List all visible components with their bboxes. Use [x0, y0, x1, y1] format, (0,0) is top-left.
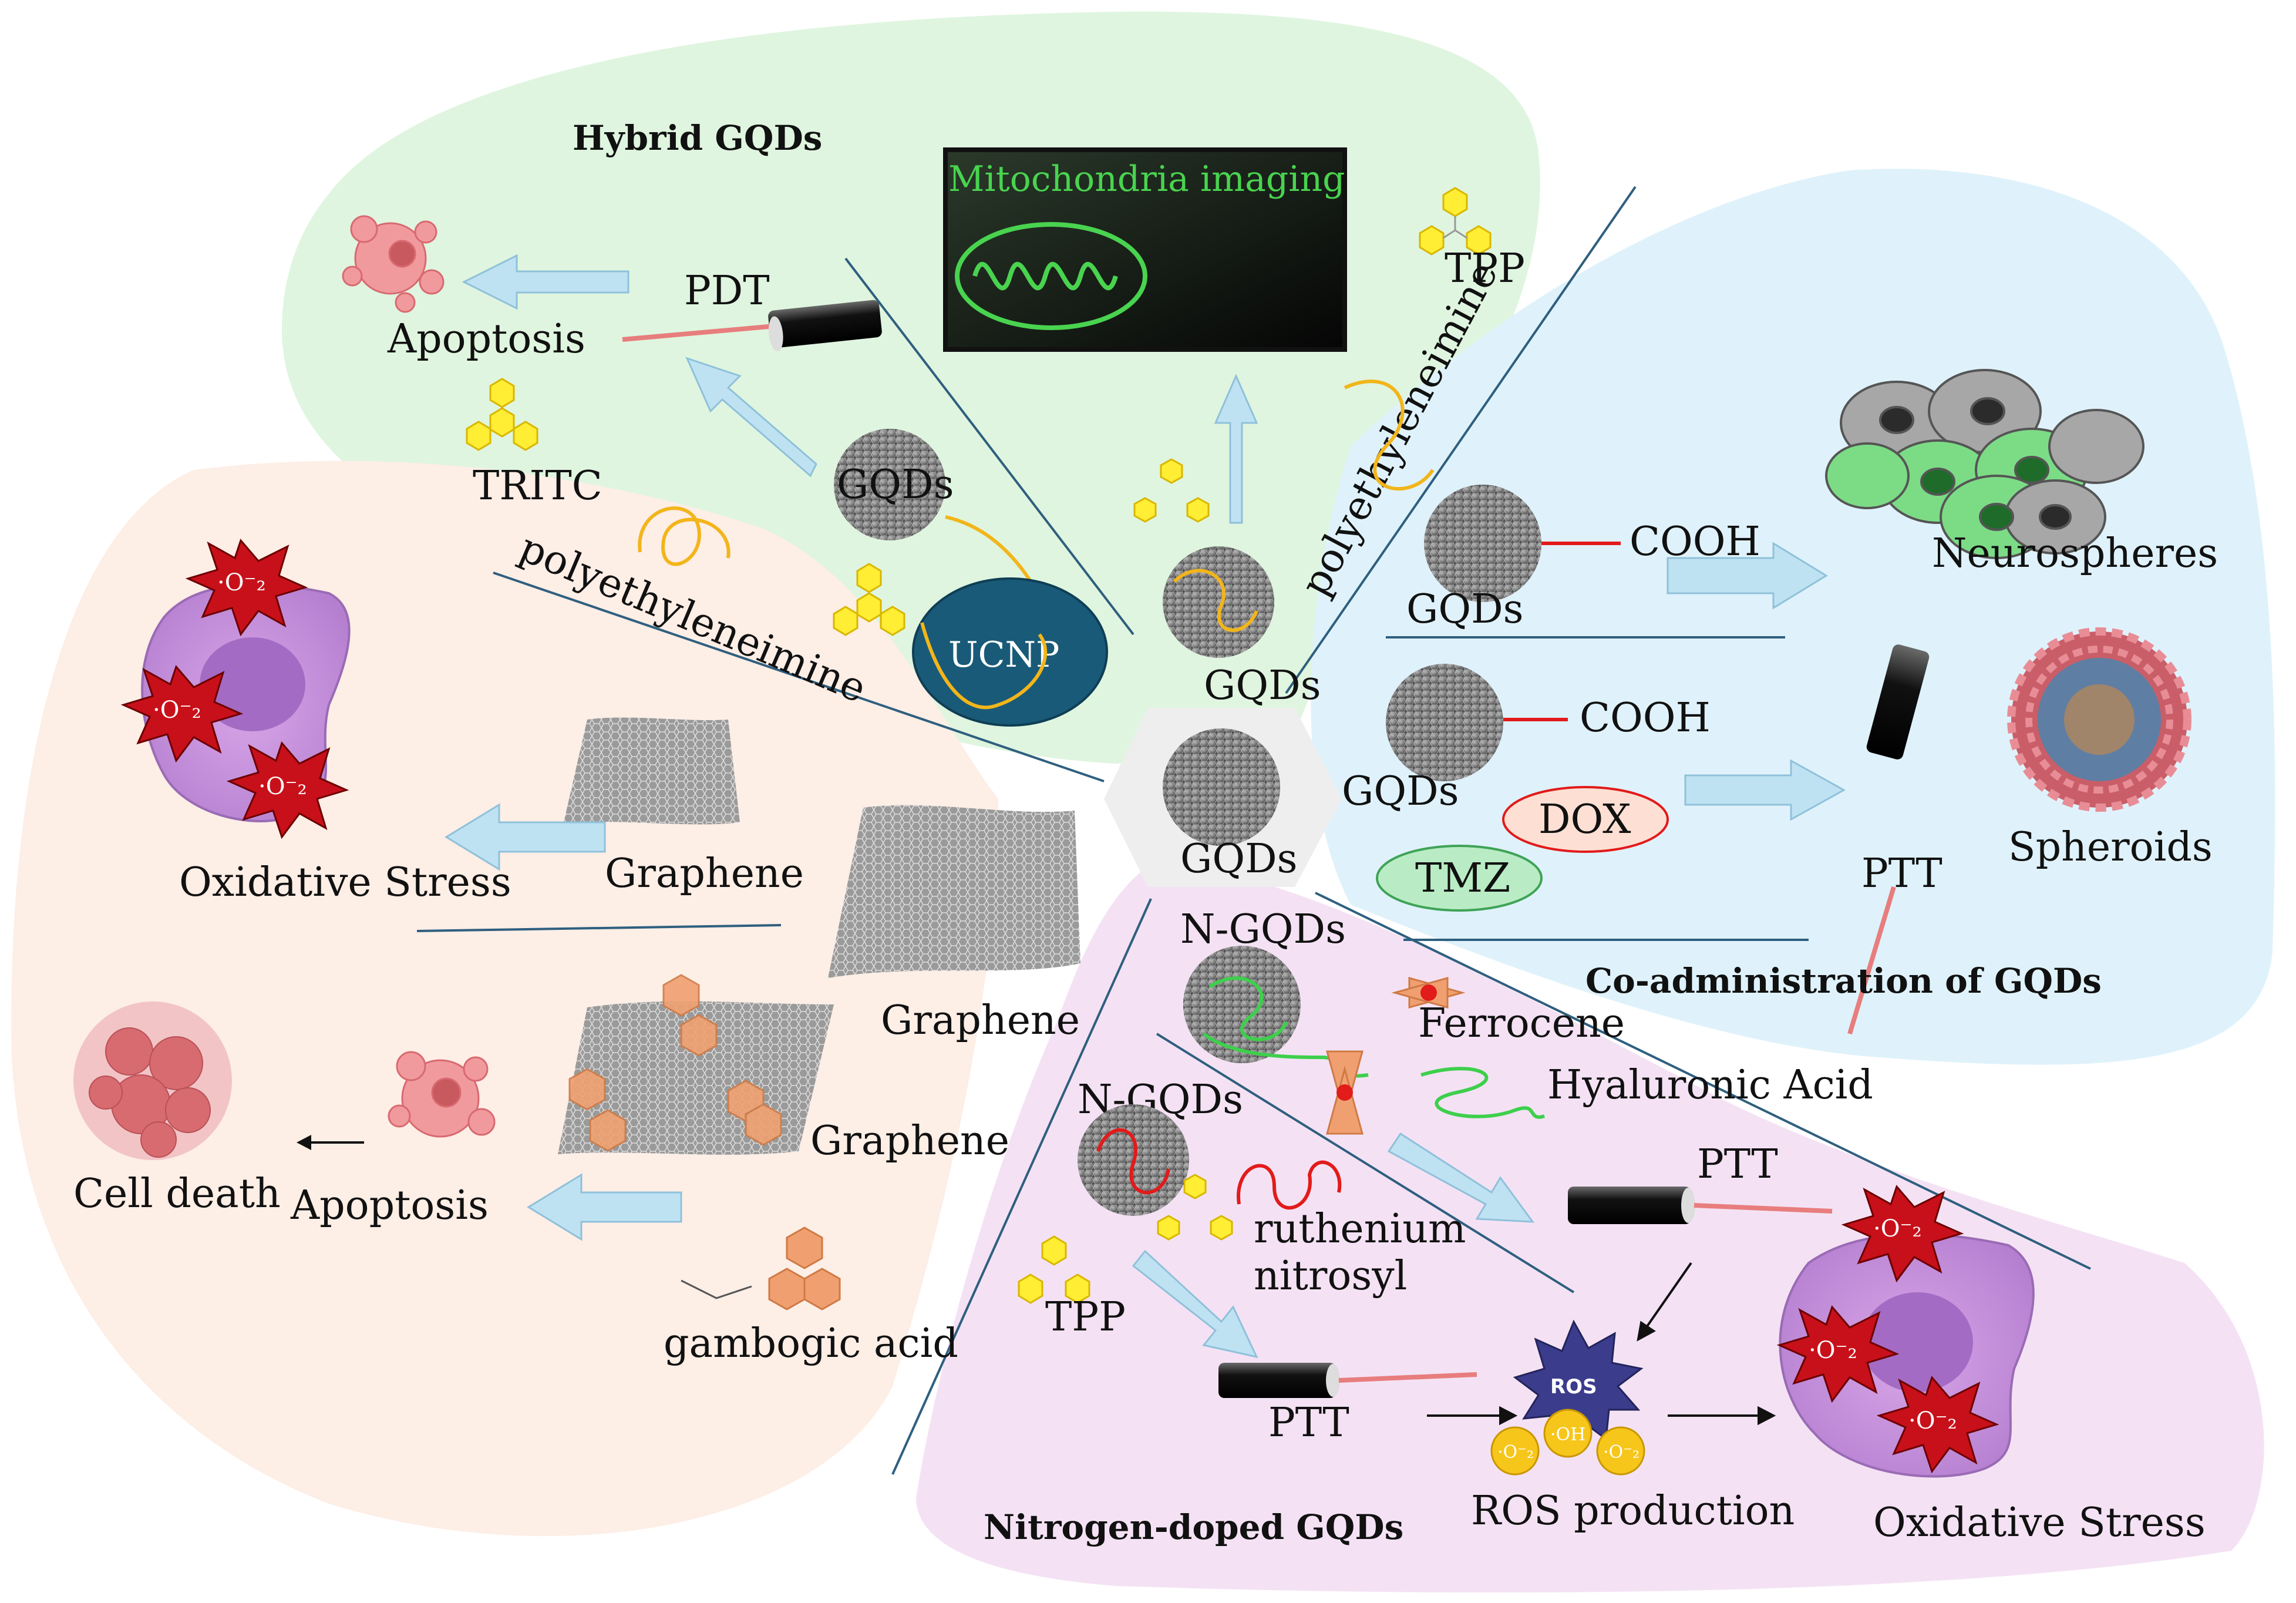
tpp-label-bottom: TPP [1045, 1294, 1126, 1340]
mitochondria-screen: Mitochondria imaging [943, 147, 1347, 352]
ruthenium-label-1: ruthenium [1254, 1206, 1466, 1252]
oxidative-stress-label-right: Oxidative Stress [1873, 1500, 2206, 1546]
center-gqd [1163, 728, 1280, 846]
graphene-arrow-2 [527, 1173, 682, 1241]
tpp-molecule-icon-n1 [1157, 1174, 1233, 1241]
ros-production-label: ROS production [1471, 1488, 1795, 1534]
hybrid-gqd-top [834, 429, 945, 540]
tmz-label: TMZ [1415, 855, 1510, 902]
graphene-sheet-small [564, 717, 740, 825]
hybrid-arrows [462, 254, 1258, 524]
graphene-label-3: Graphene [810, 1118, 1009, 1164]
ucnp-particle [912, 577, 1108, 727]
cell-death-arrowhead [297, 1135, 311, 1150]
nitrogen-arrow-1 [1387, 1132, 1535, 1223]
dox-label: DOX [1538, 797, 1631, 843]
coadmin-ptt-laser-icon [1847, 644, 1930, 1035]
ros-particle-label-1: ·O⁻₂ [1497, 1442, 1534, 1463]
ruthenium-label-2: nitrosyl [1254, 1253, 1407, 1299]
ptt-label-right: PTT [1697, 1141, 1778, 1188]
pdt-label: PDT [684, 268, 770, 314]
superoxide-label-l1: ·O⁻₂ [217, 569, 266, 596]
coadmin-gqds-label-2: GQDs [1342, 768, 1459, 815]
ruthenium-on-ngqd [1096, 1128, 1170, 1195]
ros-burst-label: ROS [1550, 1375, 1597, 1399]
tpp-small-molecule-icon [1133, 458, 1210, 523]
superoxide-stars-right [1776, 1185, 1999, 1474]
oxidative-stress-label-left: Oxidative Stress [179, 859, 511, 906]
graphene-sheet-large [828, 805, 1080, 978]
superoxide-label-l3: ·O⁻₂ [258, 773, 307, 800]
coadmin-ptt-label: PTT [1861, 851, 1942, 897]
coadmin-gqds-label-1: GQDs [1406, 586, 1523, 633]
spheroids-label: Spheroids [2008, 824, 2213, 871]
apoptosis-label-bottom: Apoptosis [290, 1182, 489, 1229]
coadmin-gqd-1 [1424, 485, 1541, 602]
hybrid-title: Hybrid GQDs [573, 118, 822, 158]
tritc-label: TRITC [473, 463, 602, 509]
ferrocene-label: Ferrocene [1418, 1000, 1625, 1047]
superoxide-label-r3: ·O⁻₂ [1908, 1407, 1957, 1434]
neurospheres-label: Neurospheres [1932, 530, 2218, 577]
ptt-label-bottom: PTT [1268, 1400, 1349, 1446]
divider-lines [416, 186, 2091, 1475]
graphene-arrow-1 [445, 803, 606, 871]
hybrid-gqds-label: GQDs [837, 462, 954, 508]
hybrid-gqd-center [1163, 546, 1274, 658]
pdt-laser-icon [622, 300, 882, 352]
hybrid-gqds-label-2: GQDs [1204, 663, 1321, 709]
center-pei-polymer-icon [1173, 569, 1258, 632]
ferrocene-icon [1391, 977, 1466, 1009]
coadmin-arrow-1 [1667, 542, 1828, 610]
nitrogen-arrow-2 [1132, 1249, 1258, 1359]
cooh-label-2: COOH [1580, 695, 1711, 741]
neurospheres-icon [1825, 369, 2144, 559]
coadmin-gqd-2 [1386, 664, 1503, 781]
tritc-molecule-icon [466, 378, 538, 451]
nitrogen-ptt-laser-icon-1 [1218, 1363, 1477, 1398]
nitrogen-title: Nitrogen-doped GQDs [984, 1507, 1403, 1547]
cell-death-label: Cell death [73, 1171, 281, 1217]
ucnp-polymer-icon [920, 622, 1048, 710]
dox-capsule [1502, 786, 1669, 853]
graphene-label-1: Graphene [605, 851, 804, 897]
apoptotic-cell-icon [342, 215, 445, 313]
ruthenium-nitrosyl-icon [1237, 1160, 1342, 1210]
tpp-molecule-icon-n2 [1018, 1235, 1090, 1304]
spheroid-icon [2007, 627, 2191, 812]
ros-particles [1490, 1409, 1645, 1476]
tpp-label-top: TPP [1445, 246, 1525, 292]
apoptotic-cell-icon-bottom [388, 1051, 496, 1138]
center-gqds-label: GQDs [1180, 836, 1297, 882]
graphene-label-2: Graphene [881, 997, 1080, 1044]
cell-death-icon [73, 1002, 232, 1160]
superoxide-label-r2: ·O⁻₂ [1809, 1337, 1857, 1364]
thin-arrows [1427, 1262, 1776, 1426]
gambogic-acid-label: gambogic acid [664, 1320, 958, 1367]
tmz-capsule [1376, 845, 1543, 912]
gambogic-acid-molecule-icon [681, 1226, 841, 1310]
ngqds-label-1: N-GQDs [1180, 906, 1346, 953]
ngqd-1 [1183, 946, 1301, 1063]
tpp-molecule-icon [1419, 187, 1492, 256]
coadmin-title: Co-administration of GQDs [1585, 961, 2102, 1001]
mitochondrion-icon [955, 222, 1147, 330]
coadmin-arrow-2 [1684, 759, 1846, 821]
gambogic-acid-on-graphene [568, 974, 782, 1152]
superoxide-label-l2: ·O⁻₂ [153, 697, 201, 724]
ros-particle-label-3: ·O⁻₂ [1603, 1442, 1639, 1463]
tritc-small-molecule-icon [833, 563, 905, 636]
superoxide-label-r1: ·O⁻₂ [1873, 1215, 1922, 1242]
hyaluronic-acid-icon [1420, 1067, 1545, 1119]
hyaluronic-acid-label: Hyaluronic Acid [1547, 1062, 1873, 1108]
ros-particle-label-2: ·OH [1550, 1424, 1585, 1445]
nitrogen-ptt-laser-icon-2 [1568, 1187, 1833, 1224]
mito-imaging-label: Mitochondria imaging [948, 159, 1345, 200]
apoptosis-label-top: Apoptosis [387, 316, 585, 362]
superoxide-stars-left [120, 539, 349, 839]
ferrocene-icon-2 [1326, 1050, 1364, 1135]
